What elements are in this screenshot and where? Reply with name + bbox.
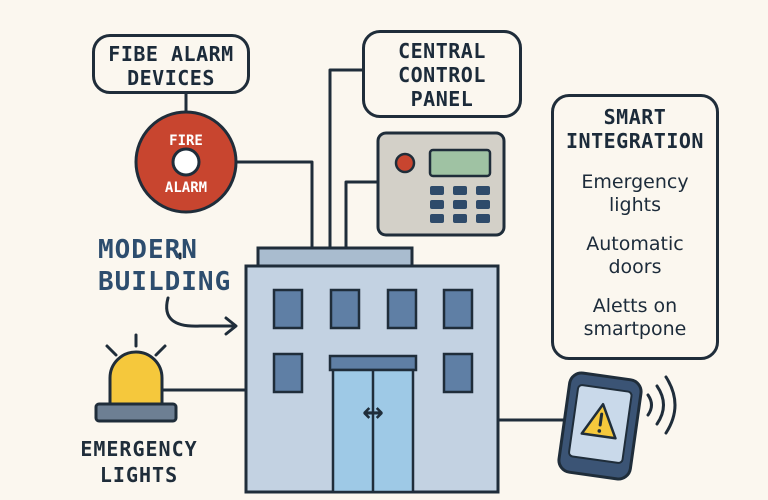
smart-item-line1: Aletts on [592,295,678,317]
wireless-signal-icon [646,375,677,435]
central-control-panel-box: CENTRAL CONTROL PANEL [362,30,522,118]
fire-alarm-devices-title-line2: DEVICES [127,66,215,90]
smart-integration-item-emergency-lights: Emergency lights [554,171,716,217]
control-panel-led [394,152,416,174]
control-panel-screen [428,148,492,178]
connector-alarm-building [232,160,314,250]
control-panel-icon [376,131,506,237]
smart-integration-title-line1: SMART [603,105,667,129]
connector-lines [158,68,576,422]
emergency-lights-line2: LIGHTS [99,463,179,487]
building-door-header [328,354,418,372]
arrow-curve [165,296,236,328]
smartphone-warning-icon [557,371,643,481]
smart-item-line1: Automatic [586,233,684,255]
beacon-rays [105,333,167,357]
fire-alarm-center [171,147,201,177]
beacon-base [94,402,178,423]
beacon-dome [108,350,164,406]
connector-panel-box-building [328,68,364,250]
control-panel-keypad [430,186,490,223]
door-arrows-icon: ↔ [362,398,384,428]
fire-alarm-bottom-text: ALARM [165,180,207,196]
central-control-panel-title-line2: CONTROL [398,63,486,87]
emergency-lights-label: EMERGENCY LIGHTS [64,436,214,488]
building-icon: ↔ [244,246,500,494]
modern-building-label: MODERN BUILDING [98,234,231,298]
arrow-head [224,316,238,336]
warning-triangle [580,402,617,440]
smart-integration-box: SMART INTEGRATION Emergency lights Autom… [551,94,719,360]
modern-building-line2: BUILDING [98,267,232,297]
warning-mark [597,412,604,433]
central-control-panel-title-line1: CENTRAL [398,39,486,63]
emergency-lights-line1: EMERGENCY [80,437,198,461]
smart-item-line2: doors [608,256,662,278]
fire-alarm-devices-box: FIBE ALARM DEVICES [92,34,250,94]
smart-item-line2: lights [608,194,661,216]
smart-item-line1: Emergency [581,171,689,193]
smart-integration-title-line2: INTEGRATION [566,129,704,153]
fire-alarm-top-text: FIRE [169,133,203,149]
building-windows [272,288,474,394]
fire-alarm-devices-title-line1: FIBE ALARM [108,42,234,66]
fire-alarm-icon: FIRE ALARM [134,110,238,214]
smart-integration-item-alerts-smartphone: Aletts on smartpone [554,295,716,341]
beacon-icon [94,333,178,423]
modern-building-line1: MODERN [98,235,198,265]
smart-item-line2: smartpone [583,318,687,340]
connector-panel-building [344,180,380,250]
central-control-panel-title-line3: PANEL [410,87,474,111]
smart-integration-item-automatic-doors: Automatic doors [554,233,716,279]
